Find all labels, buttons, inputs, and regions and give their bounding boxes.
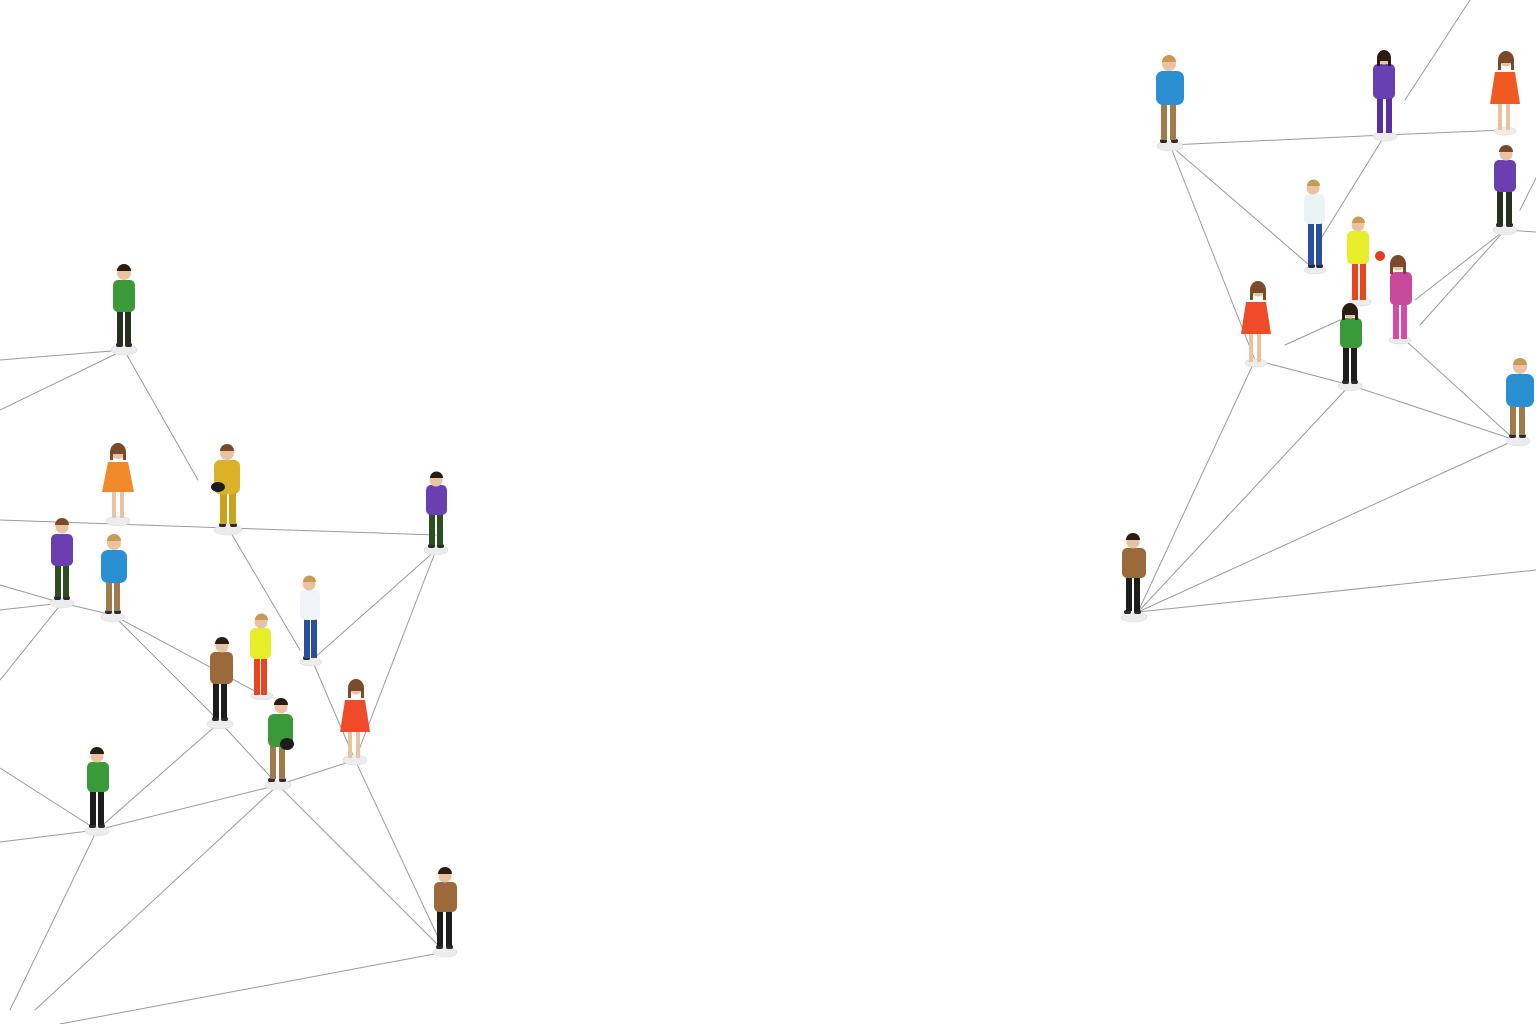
figurine-brown-shirt-center [206,637,234,730]
right-people [1120,50,1534,623]
figurine-blue-shirt-edge [1505,358,1534,447]
figurine-brown-shirt-hub [1120,533,1148,623]
figurine-purple-outfit [1372,50,1398,142]
figurine-red-dress [340,679,370,766]
figurine-pink-outfit [1388,255,1412,345]
figurine-green-shirt-bag [264,698,294,791]
figurine-purple-shirt-left [49,518,75,609]
figurine-red-dress-right [1241,281,1271,368]
figurine-purple-shirt-edge [1492,145,1518,236]
figurine-green-shirt-right [1337,303,1363,392]
right-connection-lines [1137,0,1536,613]
figurine-white-shirt [299,575,323,667]
figurine-orange-dress-top [1490,51,1520,136]
figurine-blue-shirt [100,534,127,623]
figurine-green-shirt [110,264,138,356]
figurine-blue-shirt-top [1156,55,1184,152]
figurine-yellow-shirt [250,613,274,701]
figurine-mustard-outfit [211,444,243,536]
figurine-white-shirt-right [1303,179,1327,275]
figurine-green-shirt-bottom-left [84,747,110,837]
red-ball [1375,251,1385,261]
figurine-purple-shirt-right [423,471,449,556]
figurine-orange-dress [102,443,134,527]
figurine-brown-shirt-bottom [432,867,458,958]
left-people [49,264,458,958]
figurine-yellow-shirt-right [1347,216,1372,307]
